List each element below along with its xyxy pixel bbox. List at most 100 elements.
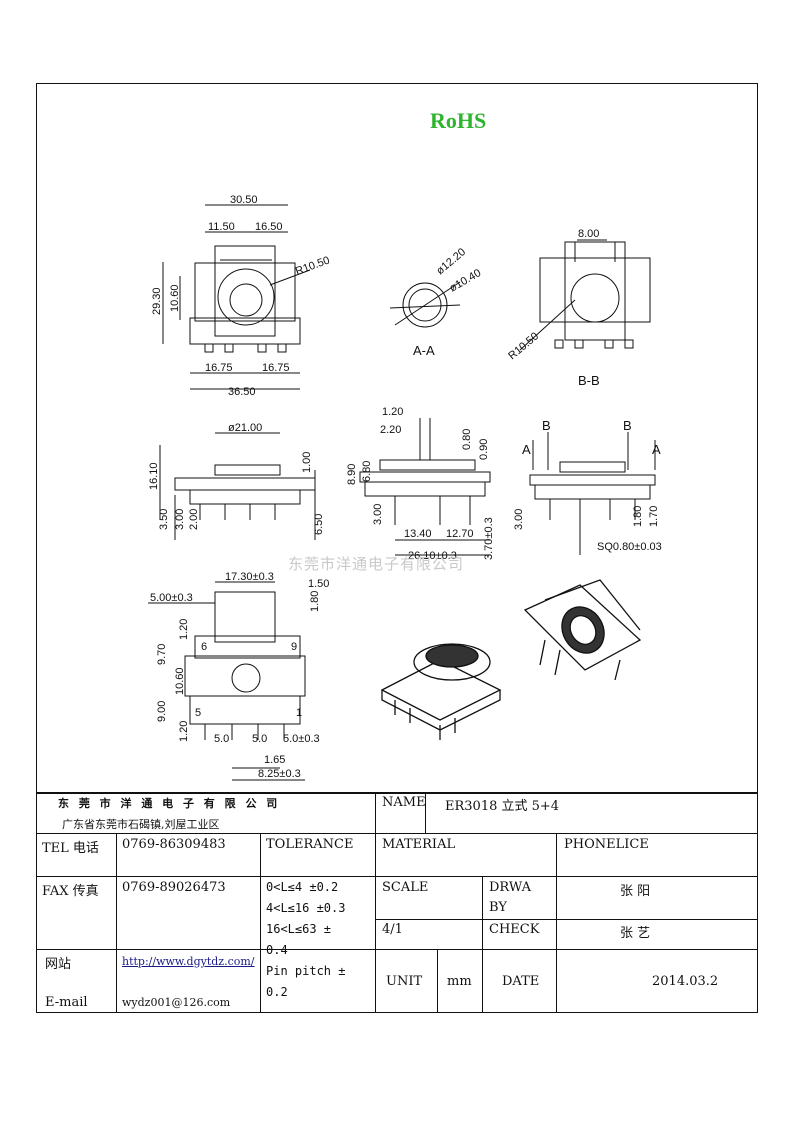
dim-5-0-tol: 5.0±0.3 xyxy=(283,733,320,745)
dim-1-80: 1.80 xyxy=(632,506,644,527)
tel-label: TEL 电话 xyxy=(42,841,99,856)
company-name: 东 莞 市 洋 通 电 子 有 限 公 司 xyxy=(58,797,281,810)
dim-0-90: 0.90 xyxy=(478,439,490,460)
page-frame xyxy=(36,83,758,1013)
tolerance-line-3: 16<L≤63 ± xyxy=(266,922,332,936)
dim-9-00: 9.00 xyxy=(156,701,168,722)
side-view xyxy=(359,418,491,556)
material-label: MATERIAL xyxy=(382,837,456,852)
drawn-by-value: 张 阳 xyxy=(620,884,651,899)
section-a-view xyxy=(389,281,461,328)
dim-16-50: 16.50 xyxy=(255,221,283,233)
dim-1-00: 1.00 xyxy=(301,452,313,473)
dim-11-50: 11.50 xyxy=(208,221,235,233)
drawn-by-label-2: BY xyxy=(489,900,507,915)
dim-8-25: 8.25±0.3 xyxy=(258,768,301,780)
dim-phi-10-40: ø10.40 xyxy=(448,267,484,295)
website-cell: http://www.dgytdz.com/ xyxy=(122,954,255,969)
dim-8-90: 8.90 xyxy=(346,464,358,485)
dim-29-30: 29.30 xyxy=(151,287,163,315)
arrow-a-left: A xyxy=(522,442,531,457)
dim-1-20-top: 1.20 xyxy=(178,619,190,640)
dim-16-10: 16.10 xyxy=(148,462,160,490)
dim-r10-50: R10.50 xyxy=(294,254,331,277)
dim-3-00-side: 3.00 xyxy=(372,504,384,525)
tolerance-line-2: 4<L≤16 ±0.3 xyxy=(266,901,346,915)
dim-2-00: 2.00 xyxy=(188,509,200,530)
date-value: 2014.03.2 xyxy=(652,974,719,989)
dim-sq0-80: SQ0.80±0.03 xyxy=(597,541,662,553)
dim-36-50: 36.50 xyxy=(228,386,256,398)
email-label: E-mail xyxy=(45,995,88,1010)
dim-9-70: 9.70 xyxy=(156,644,168,665)
unit-label: UNIT xyxy=(386,974,423,989)
technical-drawing: 30.50 11.50 16.50 R10.50 29.30 10.60 16.… xyxy=(148,194,662,781)
dim-3-50: 3.50 xyxy=(158,509,170,530)
tolerance-line-1: 0<L≤4 ±0.2 xyxy=(266,880,339,894)
company-address: 广东省东莞市石碣镇,刘屋工业区 xyxy=(62,818,220,831)
dim-5-0-b: 5.0 xyxy=(252,733,267,745)
dim-5-00: 5.00±0.3 xyxy=(150,592,193,604)
dim-0-80: 0.80 xyxy=(461,429,473,450)
pin-1-label: 1 xyxy=(296,707,302,719)
name-label: NAME xyxy=(382,795,426,810)
dim-phi-21-00: ø21.00 xyxy=(228,422,262,434)
dim-12-70: 12.70 xyxy=(446,528,474,540)
top-view xyxy=(162,204,311,390)
dim-1-80-bottom: 1.80 xyxy=(309,591,321,612)
dim-3-00: 3.00 xyxy=(174,509,186,530)
dim-1-20-bottom: 1.20 xyxy=(178,721,190,742)
dim-3-70: 3.70±0.3 xyxy=(483,517,495,560)
tel-value: 0769-86309483 xyxy=(122,837,226,852)
material-value: PHONELICE xyxy=(564,837,649,852)
tolerance-line-6: 0.2 xyxy=(266,985,288,999)
date-label: DATE xyxy=(502,974,540,989)
arrow-b-right: B xyxy=(623,418,632,433)
right-view xyxy=(529,432,656,555)
dim-10-60: 10.60 xyxy=(169,284,181,312)
dim-3-00-right: 3.00 xyxy=(513,509,525,530)
dim-30-50: 30.50 xyxy=(230,194,258,206)
check-label: CHECK xyxy=(489,922,540,937)
dim-13-40: 13.40 xyxy=(404,528,432,540)
dim-2-20: 2.20 xyxy=(380,424,401,436)
isometric-view-2 xyxy=(523,579,642,681)
pin-6-label: 6 xyxy=(201,641,207,653)
unit-value: mm xyxy=(447,974,472,989)
scale-value: 4/1 xyxy=(382,922,403,937)
isometric-view-1 xyxy=(380,643,502,740)
dim-6-80: 6.80 xyxy=(361,461,373,482)
fax-label: FAX 传真 xyxy=(42,884,99,899)
check-value: 张 艺 xyxy=(620,926,651,941)
dim-phi-12-20: ø12.20 xyxy=(434,246,468,277)
dim-1-50: 1.50 xyxy=(308,578,329,590)
scale-label: SCALE xyxy=(382,880,429,895)
arrow-b-left: B xyxy=(542,418,551,433)
watermark-text: 东莞市洋通电子有限公司 xyxy=(288,555,465,573)
dim-r10-50-b: R10.50 xyxy=(506,330,541,362)
pin-9-label: 9 xyxy=(291,641,297,653)
name-value: ER3018 立式 5+4 xyxy=(445,799,560,814)
bottom-view xyxy=(148,581,306,781)
dim-26-10: 26.10±0.3 xyxy=(408,550,457,562)
tolerance-label: TOLERANCE xyxy=(266,837,354,852)
dim-17-30: 17.30±0.3 xyxy=(225,571,274,583)
tolerance-line-4: 0.4 xyxy=(266,943,288,957)
front-view xyxy=(159,432,316,540)
section-a-label: A-A xyxy=(413,343,435,358)
dim-16-75-right: 16.75 xyxy=(262,362,290,374)
dim-1-70: 1.70 xyxy=(648,506,660,527)
pin-5-label: 5 xyxy=(195,707,201,719)
section-b-view xyxy=(519,239,651,351)
email-value: wydz001@126.com xyxy=(122,996,231,1009)
fax-value: 0769-89026473 xyxy=(122,880,226,895)
dim-1-65: 1.65 xyxy=(264,754,285,766)
website-link[interactable]: http://www.dgytdz.com/ xyxy=(122,955,255,968)
drawn-by-label-1: DRWA xyxy=(489,880,532,895)
dim-1-20: 1.20 xyxy=(382,406,403,418)
tolerance-line-5: Pin pitch ± xyxy=(266,964,346,978)
dim-5-0-a: 5.0 xyxy=(214,733,229,745)
dim-8-00: 8.00 xyxy=(578,228,599,240)
dim-6-50: 6.50 xyxy=(313,514,325,535)
dim-10-60-bottom: 10.60 xyxy=(174,667,186,695)
